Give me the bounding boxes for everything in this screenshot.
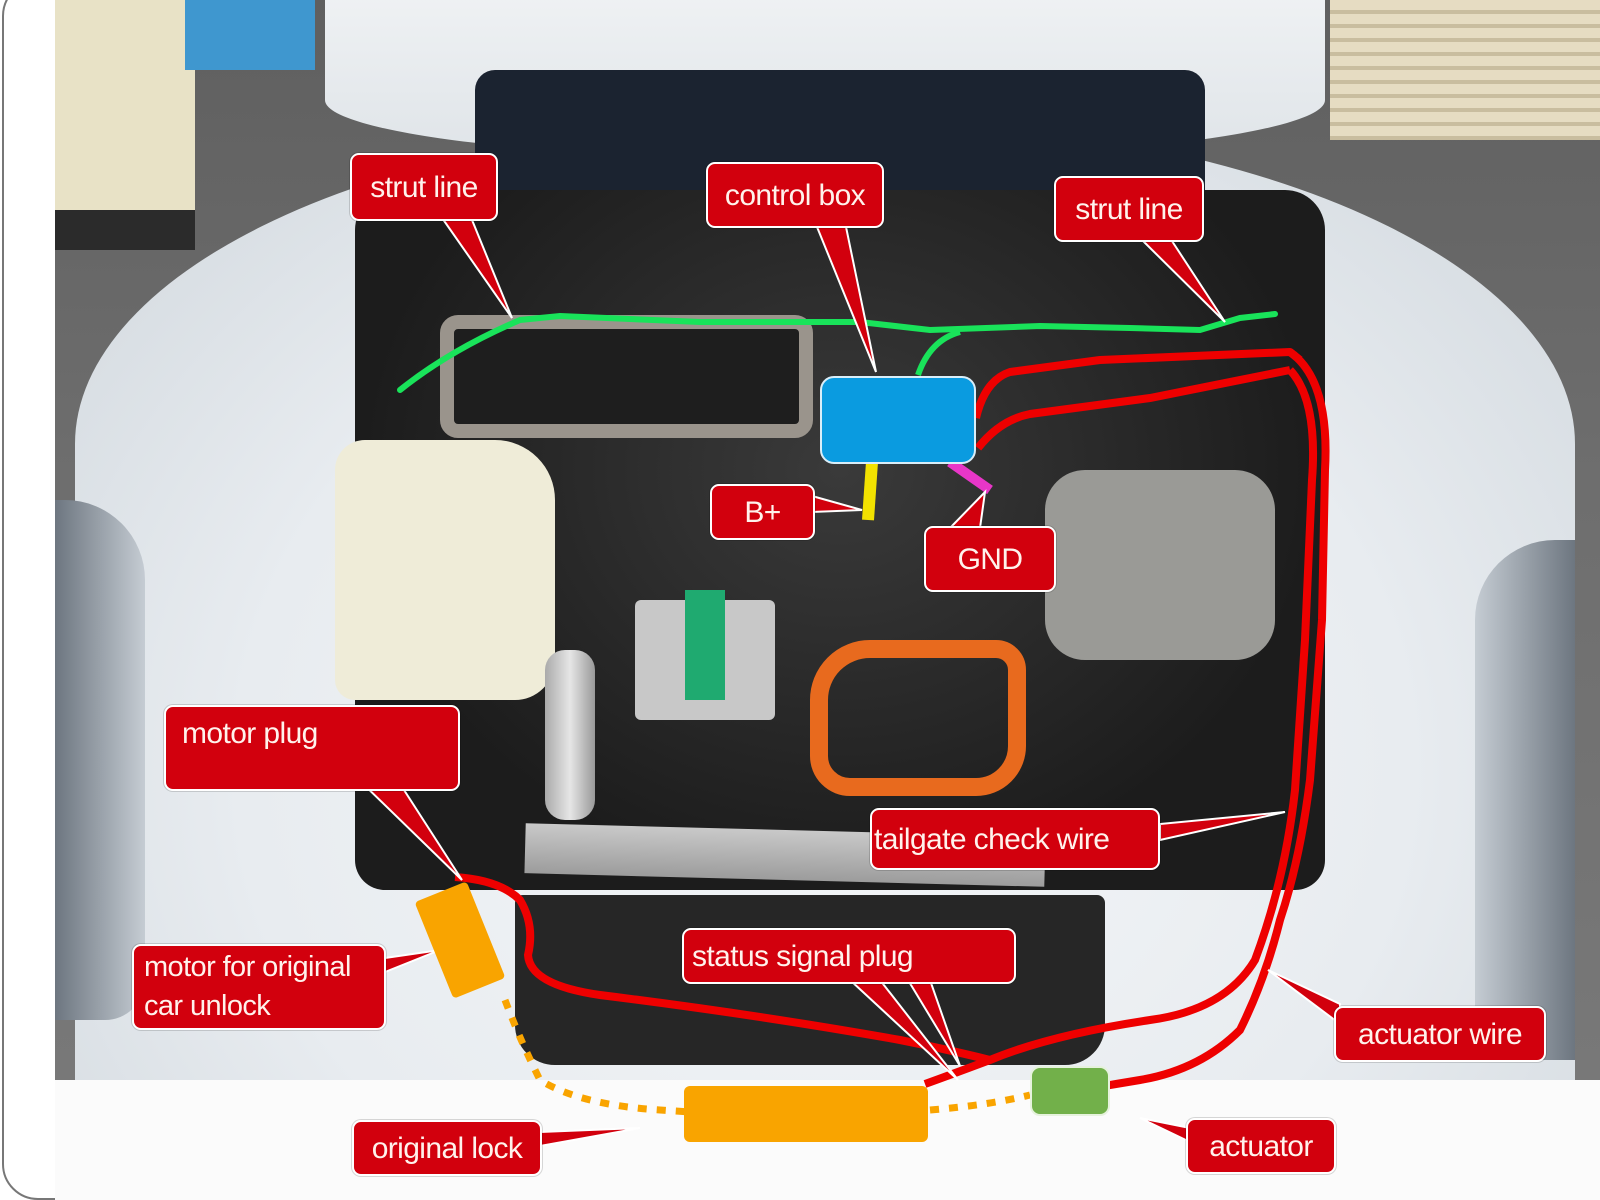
control-wire-upper xyxy=(972,348,1303,419)
tail-motor-plug xyxy=(352,775,463,881)
green-band xyxy=(685,590,725,700)
orange-hv-cable xyxy=(810,640,1026,796)
mechanical-link xyxy=(501,998,691,1116)
label-actuator-wire: actuator wire xyxy=(1334,1006,1546,1062)
mechanical-link-right xyxy=(929,1091,1031,1114)
actuator-wire xyxy=(1103,348,1330,1090)
tail-original-lock xyxy=(539,1127,641,1148)
label-status-signal-plug: status signal plug xyxy=(682,928,1016,984)
label-original-lock: original lock xyxy=(352,1120,542,1176)
label-motor-unlock: motor for original car unlock xyxy=(132,944,386,1030)
motor-wire xyxy=(454,873,991,1064)
b-plus-wire xyxy=(862,461,878,521)
control-wire-lower xyxy=(974,366,1291,451)
tailgate-check-wire xyxy=(923,367,1318,1088)
tail-strut-line-left xyxy=(438,214,513,319)
right-reservoir xyxy=(1045,470,1275,660)
aluminium-cylinder xyxy=(545,650,595,820)
label-strut-line-left: strut line xyxy=(350,153,498,221)
forklift xyxy=(55,0,195,250)
tail-actuator xyxy=(1139,1117,1191,1144)
left-headlight xyxy=(55,500,145,1020)
strut-to-box-wire xyxy=(915,329,961,377)
gnd-wire xyxy=(947,457,993,495)
tail-strut-line-right xyxy=(1137,237,1226,323)
tail-control-box xyxy=(813,221,877,373)
actuator-marker xyxy=(1030,1066,1110,1116)
cabin-air-intake xyxy=(440,315,813,438)
label-strut-line-right: strut line xyxy=(1054,176,1204,242)
left-reservoir xyxy=(335,440,555,700)
strut-line-wire xyxy=(397,311,1278,393)
label-motor-unlock-line1: motor for original xyxy=(144,950,351,983)
label-motor-unlock-line2: car unlock xyxy=(144,990,271,1022)
label-actuator: actuator xyxy=(1186,1118,1336,1174)
label-motor-plug: motor plug xyxy=(164,705,460,791)
tail-motor-unlock xyxy=(384,949,441,974)
blue-pallet xyxy=(185,0,315,70)
label-b-plus: B+ xyxy=(710,484,815,540)
roller-shutter xyxy=(1330,0,1600,140)
label-gnd: GND xyxy=(924,526,1056,592)
tail-b-plus xyxy=(811,494,863,514)
tail-tailgate-check xyxy=(1159,811,1286,842)
label-control-box: control box xyxy=(706,162,884,228)
control-box-marker xyxy=(820,376,976,464)
label-tailgate-check-wire: tailgate check wire xyxy=(870,808,1160,870)
tail-gnd xyxy=(947,489,987,529)
original-lock-marker xyxy=(684,1086,928,1142)
right-headlight xyxy=(1475,540,1575,1060)
tail-actuator-wire xyxy=(1267,969,1341,1026)
